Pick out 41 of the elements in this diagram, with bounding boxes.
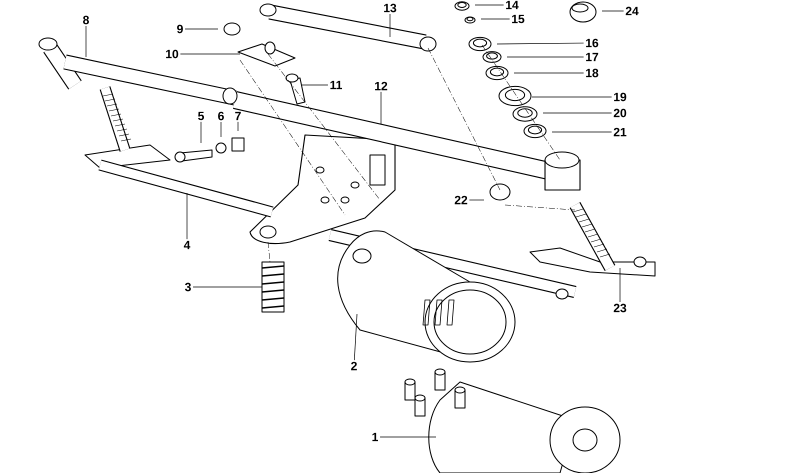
callout-number: 13 xyxy=(384,4,396,12)
callout-number: 16 xyxy=(586,38,598,48)
callout-number: 22 xyxy=(454,196,468,204)
leader-line xyxy=(496,42,584,44)
leader-line xyxy=(302,84,328,86)
callout-number: 5 xyxy=(198,112,204,120)
callout-number: 18 xyxy=(586,68,598,78)
callout-number: 24 xyxy=(626,6,639,16)
callout-number: 8 xyxy=(83,16,89,24)
leader-line xyxy=(186,192,188,240)
leader-line xyxy=(514,72,584,74)
leader-line xyxy=(380,92,382,124)
callout-number: 9 xyxy=(177,24,183,34)
leader-line xyxy=(532,96,612,98)
callout-number: 23 xyxy=(614,304,626,312)
leader-line xyxy=(220,122,222,138)
leader-line xyxy=(542,112,612,114)
callout-number: 2 xyxy=(351,362,357,370)
leader-line xyxy=(474,4,504,6)
leader-line xyxy=(184,28,218,30)
leader-line xyxy=(380,436,436,438)
callout-number: 12 xyxy=(375,82,388,90)
leader-line xyxy=(602,10,624,12)
callout-number: 20 xyxy=(614,108,626,118)
callout-number: 14 xyxy=(506,0,519,10)
callout-number: 15 xyxy=(512,14,524,24)
callout-number: 4 xyxy=(184,240,190,250)
callout-number: 6 xyxy=(218,112,224,120)
callout-number: 21 xyxy=(614,128,626,136)
callout-number: 7 xyxy=(235,112,241,120)
callout-number: 11 xyxy=(330,80,342,90)
callout-number: 19 xyxy=(614,92,626,102)
leader-line xyxy=(506,56,584,58)
leader-line xyxy=(480,18,510,20)
callout-number: 10 xyxy=(166,50,178,58)
leader-line xyxy=(192,286,262,288)
callout-number: 17 xyxy=(586,52,598,62)
callout-number: 1 xyxy=(372,432,378,442)
leader-line xyxy=(354,314,358,360)
leader-line xyxy=(200,122,202,144)
callout-number: 3 xyxy=(184,282,191,292)
